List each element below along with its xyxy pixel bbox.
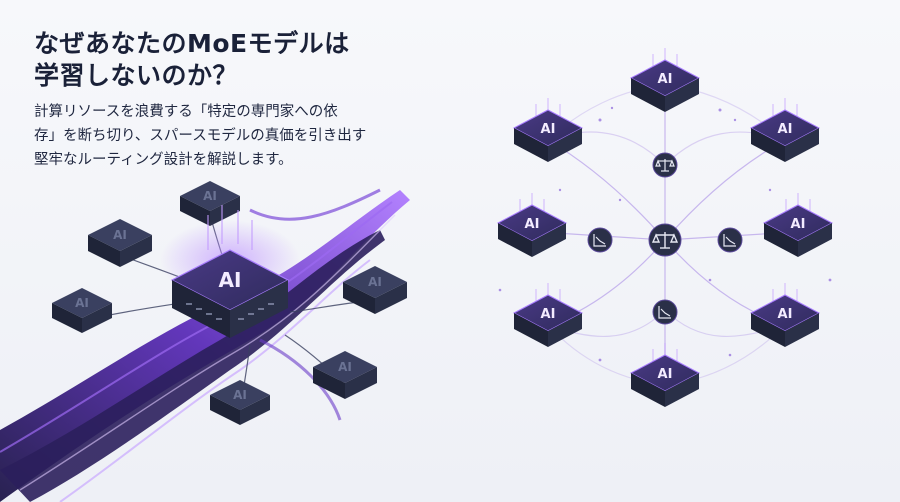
chip-label: AI (368, 275, 382, 289)
chip-label: AI (525, 217, 540, 232)
chip-left-3: AI (52, 288, 112, 333)
chip-label: AI (75, 296, 89, 310)
chip-label: AI (658, 72, 673, 87)
chip-left-5: AI (313, 351, 377, 399)
scale-icon (652, 152, 678, 178)
chip-left-4: AI (343, 266, 407, 314)
chip-label: AI (338, 360, 352, 374)
decreasing-chart-icon (587, 227, 613, 253)
expert-chip-lower-left: AI (512, 283, 584, 347)
central-dominant-chip: AI (160, 205, 300, 338)
headline: なぜあなたのMoEモデルは 学習しないのか？ (34, 28, 454, 92)
chip-label: AI (541, 122, 556, 137)
expert-chip-left: AI (496, 193, 568, 257)
chip-label: AI (778, 307, 793, 322)
expert-chip-upper-right: AI (749, 98, 821, 162)
chip-left-6: AI (210, 380, 270, 425)
left-satellite-chips: AI AI AI AI AI (52, 181, 407, 425)
headline-line-1: なぜあなたのMoEモデルは (34, 29, 350, 58)
lead-line-1: 計算リソースを浪費する「特定の専門家への依 (34, 104, 338, 120)
chip-label: AI (203, 189, 217, 203)
expert-chip-lower-right: AI (749, 283, 821, 347)
chip-label: AI (113, 228, 127, 242)
chip-label: AI (541, 307, 556, 322)
lead-paragraph: 計算リソースを浪費する「特定の専門家への依 存」を断ち切り、スパースモデルの真価… (34, 100, 434, 172)
chip-label: AI (778, 122, 793, 137)
chip-label: AI (219, 268, 242, 292)
chip-left-1: AI (88, 219, 152, 267)
chip-left-2: AI (180, 181, 240, 226)
chip-label: AI (791, 217, 806, 232)
decreasing-chart-icon (652, 299, 678, 325)
scale-icon (648, 223, 682, 257)
decreasing-chart-icon (717, 227, 743, 253)
lead-line-2: 存」を断ち切り、スパースモデルの真価を引き出す (34, 128, 367, 144)
chip-label: AI (233, 388, 247, 402)
expert-chip-top: AI (629, 48, 701, 112)
expert-chip-bottom: AI (629, 343, 701, 407)
expert-chip-right: AI (762, 193, 834, 257)
chip-label: AI (658, 367, 673, 382)
flow-streams (0, 188, 410, 502)
lead-line-3: 堅牢なルーティング設計を解説します。 (34, 152, 293, 168)
right-particles (498, 106, 832, 362)
headline-line-2: 学習しないのか？ (34, 61, 239, 90)
router-icons (587, 152, 743, 325)
expert-chips: AI AI AI AI AI (496, 48, 834, 407)
expert-chip-upper-left: AI (512, 98, 584, 162)
